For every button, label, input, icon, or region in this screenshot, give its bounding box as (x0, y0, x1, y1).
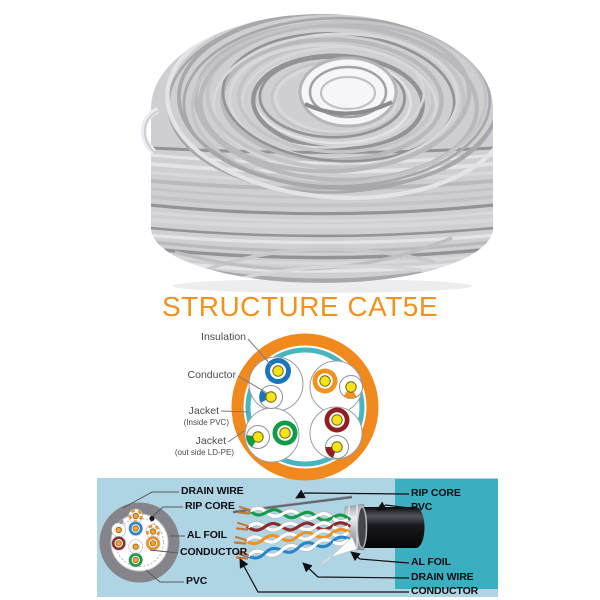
label-right-drain-wire: DRAIN WIRE (411, 571, 474, 583)
label-right-al-foil: AL FOIL (411, 556, 451, 568)
cross-label-jacket-outer: Jacket (195, 435, 226, 447)
cross-label-jacket-inner-sub: (Inside PVC) (183, 418, 229, 427)
cross-section-graphic (220, 333, 379, 481)
page-title: STRUCTURE CAT5E (161, 291, 439, 322)
label-right-pvc: PVC (411, 501, 433, 513)
label-left-rip-core: RIP CORE (185, 500, 235, 512)
cross-label-jacket-inner: Jacket (188, 405, 219, 417)
cross-label-conductor: Conductor (187, 369, 236, 381)
label-left-pvc: PVC (186, 575, 208, 587)
cable-coil-photo (141, 14, 493, 293)
label-left-conductor: CONDUCTOR (180, 546, 248, 558)
cross-label-insulation: Insulation (201, 331, 246, 343)
label-left-drain-wire: DRAIN WIRE (181, 485, 244, 497)
label-right-conductor: CONDUCTOR (411, 585, 479, 597)
label-left-al-foil: AL FOIL (187, 529, 227, 541)
cable-anatomy-graphic (97, 478, 498, 597)
label-right-rip-core: RIP CORE (411, 487, 461, 499)
cross-label-jacket-outer-sub: (out side LD-PE) (174, 448, 234, 457)
